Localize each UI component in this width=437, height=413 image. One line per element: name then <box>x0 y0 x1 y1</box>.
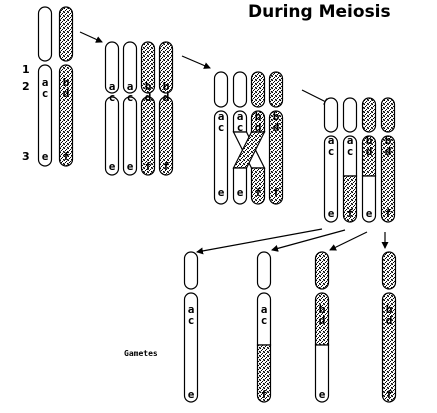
chromosome: bdf <box>270 72 283 204</box>
allele-upper-2: d <box>163 91 170 104</box>
allele-upper-2: c <box>328 145 335 158</box>
allele-lower: e <box>188 388 195 401</box>
allele-upper-2: c <box>218 121 225 134</box>
locus-label-1: 1 <box>22 63 30 76</box>
chromosome: bde <box>316 252 329 402</box>
allele-upper-2: c <box>237 121 244 134</box>
allele-lower: f <box>261 388 268 401</box>
allele-lower: f <box>347 207 354 220</box>
allele-upper-2: d <box>366 145 373 158</box>
upper-arm <box>234 72 247 107</box>
gametes-label: Gametes <box>124 349 158 358</box>
diagram-title: During Meiosis <box>248 2 391 22</box>
allele-lower: e <box>42 150 49 163</box>
upper-arm <box>39 7 52 61</box>
allele-lower: e <box>328 207 335 220</box>
allele-lower: e <box>319 388 326 401</box>
allele-lower: e <box>218 186 225 199</box>
allele-upper-2: c <box>42 87 49 100</box>
allele-lower: f <box>163 160 170 173</box>
allele-upper-2: d <box>273 121 280 134</box>
allele-lower: f <box>386 388 393 401</box>
chromosome: ace <box>124 42 137 175</box>
arrow-to-replication <box>80 32 102 42</box>
upper-arm <box>344 98 357 132</box>
allele-upper-2: c <box>188 314 195 327</box>
allele-upper-2: d <box>386 314 393 327</box>
allele-lower: e <box>366 207 373 220</box>
allele-lower: f <box>63 150 70 163</box>
arrow-to-crossover <box>182 56 210 68</box>
arrow-to-gamete-1 <box>197 229 322 252</box>
chromosome: ace <box>325 98 338 222</box>
arrow-to-gamete-3 <box>330 232 367 250</box>
allele-lower: f <box>145 160 152 173</box>
chromosome: ace <box>185 252 198 402</box>
allele-upper-2: d <box>145 91 152 104</box>
chromosome: acf <box>258 252 271 402</box>
allele-upper-2: d <box>385 145 392 158</box>
chromosome: ace <box>215 72 228 204</box>
locus-label-3: 3 <box>22 150 30 163</box>
chromosome: bde <box>363 98 376 222</box>
allele-lower: f <box>385 207 392 220</box>
chromosome: ace <box>39 7 52 166</box>
upper-arm <box>383 252 396 289</box>
arrow-to-gamete-2 <box>272 230 345 250</box>
upper-arm <box>325 98 338 132</box>
upper-arm <box>270 72 283 107</box>
upper-arm <box>215 72 228 107</box>
chromosome: bdf <box>142 42 155 175</box>
locus-label-2: 2 <box>22 80 30 93</box>
allele-lower: f <box>273 186 280 199</box>
allele-lower: f <box>255 186 262 199</box>
allele-upper-2: c <box>127 91 134 104</box>
allele-upper-2: d <box>255 121 262 134</box>
allele-upper-2: d <box>319 314 326 327</box>
upper-arm <box>316 252 329 289</box>
allele-upper-2: c <box>261 314 268 327</box>
upper-arm <box>60 7 73 61</box>
upper-arm <box>258 252 271 289</box>
upper-arm <box>382 98 395 132</box>
stage-4: aceacfbdebdf <box>185 252 396 402</box>
chromosome: bdf <box>160 42 173 175</box>
allele-lower: e <box>127 160 134 173</box>
upper-arm <box>185 252 198 289</box>
chromosome: ace <box>106 42 119 175</box>
chromosome: acf <box>344 98 357 222</box>
allele-upper-2: c <box>109 91 116 104</box>
upper-arm <box>363 98 376 132</box>
allele-upper-2: c <box>347 145 354 158</box>
allele-lower: e <box>109 160 116 173</box>
allele-lower: e <box>237 186 244 199</box>
allele-upper-2: d <box>63 87 70 100</box>
chromosome: bdf <box>382 98 395 222</box>
chromosome: bdf <box>60 7 73 166</box>
upper-arm <box>252 72 265 107</box>
chromosome: bdf <box>383 252 396 402</box>
